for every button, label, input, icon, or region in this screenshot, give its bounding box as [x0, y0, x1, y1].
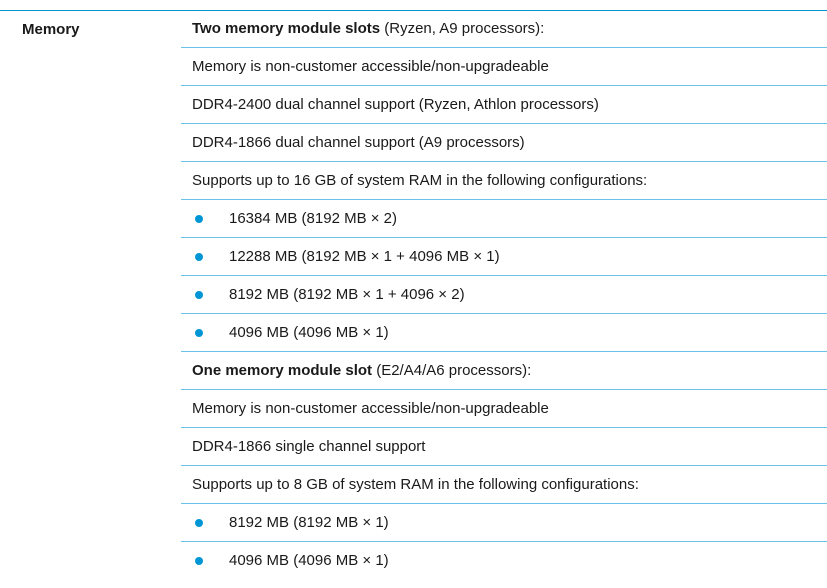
row-text: Two memory module slots (Ryzen, A9 proce…	[192, 10, 544, 48]
row-text: DDR4-2400 dual channel support (Ryzen, A…	[192, 96, 599, 113]
row-text: 4096 MB (4096 MB × 1)	[229, 324, 389, 341]
spec-row-bullet: 16384 MB (8192 MB × 2)	[181, 200, 827, 238]
spec-row-bullet: 4096 MB (4096 MB × 1)	[181, 314, 827, 352]
row-text: 4096 MB (4096 MB × 1)	[229, 552, 389, 569]
spec-row-bullet: 12288 MB (8192 MB × 1 + 4096 MB × 1)	[181, 238, 827, 276]
spec-row-heading-two-slots: Two memory module slots (Ryzen, A9 proce…	[181, 10, 827, 48]
category-label: Memory	[22, 21, 80, 38]
spec-row-bullet: 4096 MB (4096 MB × 1)	[181, 542, 827, 580]
row-text: One memory module slot (E2/A4/A6 process…	[192, 352, 531, 390]
bullet-dot-icon	[195, 519, 203, 527]
bullet-dot-icon	[195, 557, 203, 565]
row-text: Memory is non-customer accessible/non-up…	[192, 400, 549, 417]
spec-rows: Two memory module slots (Ryzen, A9 proce…	[181, 10, 827, 580]
spec-row: Memory is non-customer accessible/non-up…	[181, 48, 827, 86]
row-text: 8192 MB (8192 MB × 1)	[229, 514, 389, 531]
row-text: 12288 MB (8192 MB × 1 + 4096 MB × 1)	[229, 248, 500, 265]
bullet-dot-icon	[195, 253, 203, 261]
bullet-dot-icon	[195, 215, 203, 223]
spec-row: Supports up to 16 GB of system RAM in th…	[181, 162, 827, 200]
row-text: DDR4-1866 dual channel support (A9 proce…	[192, 134, 525, 151]
bullet-dot-icon	[195, 291, 203, 299]
row-text: Supports up to 16 GB of system RAM in th…	[192, 172, 648, 189]
row-text: 8192 MB (8192 MB × 1 + 4096 × 2)	[229, 286, 465, 303]
heading-bold-text: One memory module slot	[192, 362, 373, 379]
table-top-border	[0, 10, 827, 11]
spec-row: DDR4-1866 single channel support	[181, 428, 827, 466]
spec-row: DDR4-2400 dual channel support (Ryzen, A…	[181, 86, 827, 124]
spec-row-heading-one-slot: One memory module slot (E2/A4/A6 process…	[181, 352, 827, 390]
heading-rest-text: (E2/A4/A6 processors):	[372, 362, 532, 379]
spec-row: Memory is non-customer accessible/non-up…	[181, 390, 827, 428]
row-text: Memory is non-customer accessible/non-up…	[192, 58, 549, 75]
heading-bold-text: Two memory module slots	[192, 20, 381, 37]
spec-row-bullet: 8192 MB (8192 MB × 1 + 4096 × 2)	[181, 276, 827, 314]
bullet-dot-icon	[195, 329, 203, 337]
spec-row: DDR4-1866 dual channel support (A9 proce…	[181, 124, 827, 162]
row-text: DDR4-1866 single channel support	[192, 438, 426, 455]
spec-row: Supports up to 8 GB of system RAM in the…	[181, 466, 827, 504]
row-text: 16384 MB (8192 MB × 2)	[229, 210, 398, 227]
heading-rest-text: (Ryzen, A9 processors):	[380, 20, 545, 37]
spec-row-bullet: 8192 MB (8192 MB × 1)	[181, 504, 827, 542]
row-text: Supports up to 8 GB of system RAM in the…	[192, 476, 639, 493]
